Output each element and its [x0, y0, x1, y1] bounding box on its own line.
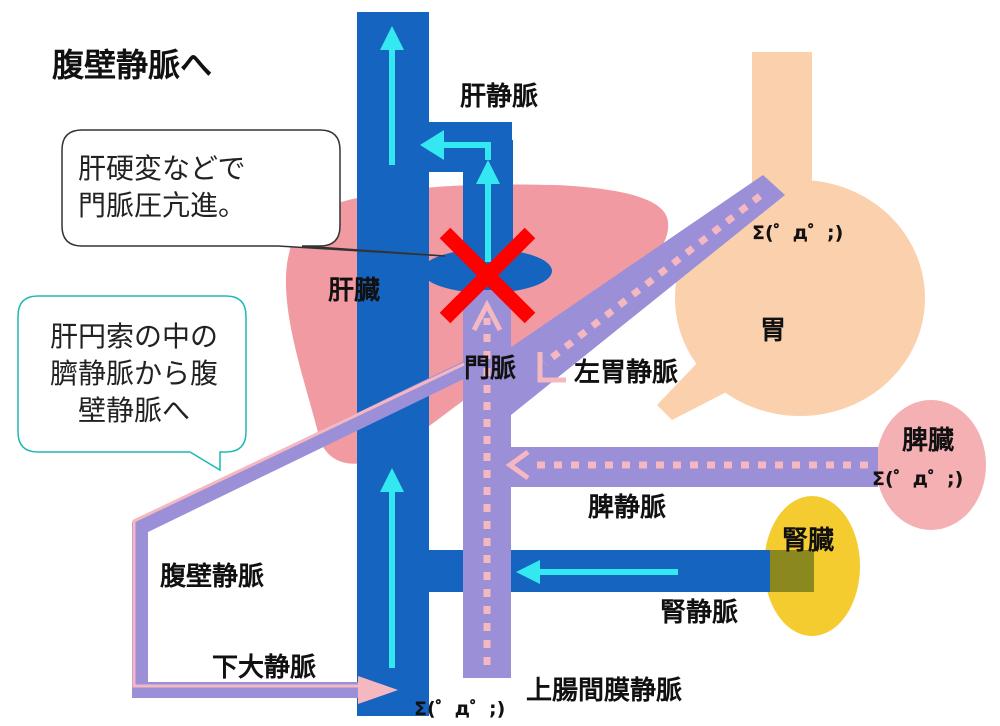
- spleen-shock-face: Σ(゜д゜;): [872, 468, 964, 490]
- stomach-shock-face: Σ(゜д゜;): [752, 222, 844, 244]
- cirrhosis-callout-line1: 肝硬変などで: [78, 152, 246, 185]
- systemic-flow-arrows: [380, 26, 678, 668]
- portal-dotted-flow: [483, 193, 868, 665]
- stomach-organ: [657, 52, 925, 420]
- umbilical-callout-line3: 壁静脈へ: [77, 394, 190, 427]
- hepatic-vein-arrowhead: [420, 130, 444, 160]
- renal-kidney-overlap: [770, 550, 814, 592]
- kidney-label: 腎臓: [782, 526, 835, 556]
- spleen-label: 脾臓: [902, 426, 955, 456]
- spleen-organ: [876, 400, 986, 530]
- umbilical-flow-line: [132, 362, 465, 688]
- portal-vein-label: 門脈: [464, 354, 517, 384]
- umbilical-callout-bubble: [17, 295, 247, 472]
- hepatic-vein-label: 肝静脈: [460, 82, 539, 112]
- splenic-vein-label: 脾静脈: [588, 493, 667, 523]
- umbilical-callout-line1: 肝円索の中の: [49, 320, 218, 353]
- stomach-label: 胃: [760, 316, 787, 346]
- cirrhosis-callout: 肝硬変などで 門脈圧亢進。: [78, 150, 246, 224]
- ivc-label: 下大静脈: [212, 653, 317, 683]
- cirrhosis-callout-bubble: [61, 129, 446, 257]
- umbilical-collateral: [132, 361, 470, 698]
- portal-flow-arrowheads: [471, 299, 566, 481]
- page-title: 腹壁静脈へ: [52, 46, 213, 84]
- cirrhosis-callout-line2: 門脈圧亢進。: [78, 189, 247, 222]
- blocked-flow-x-mark: [439, 227, 536, 324]
- smv-shock-face: Σ(゜д゜;): [414, 698, 506, 720]
- renal-vein-label: 腎静脈: [660, 598, 739, 628]
- abdominal-wall-vein-label: 腹壁静脈: [160, 562, 265, 592]
- liver-label: 肝臓: [328, 276, 381, 306]
- umbilical-callout-line2: 臍静脈から腹: [49, 357, 218, 390]
- umbilical-flow-arrowhead: [358, 676, 398, 704]
- umbilical-callout: 肝円索の中の 臍静脈から腹 壁静脈へ: [34, 318, 234, 429]
- left-gastric-vein-label: 左胃静脈: [574, 358, 679, 388]
- smv-label: 上腸間膜静脈: [526, 676, 683, 706]
